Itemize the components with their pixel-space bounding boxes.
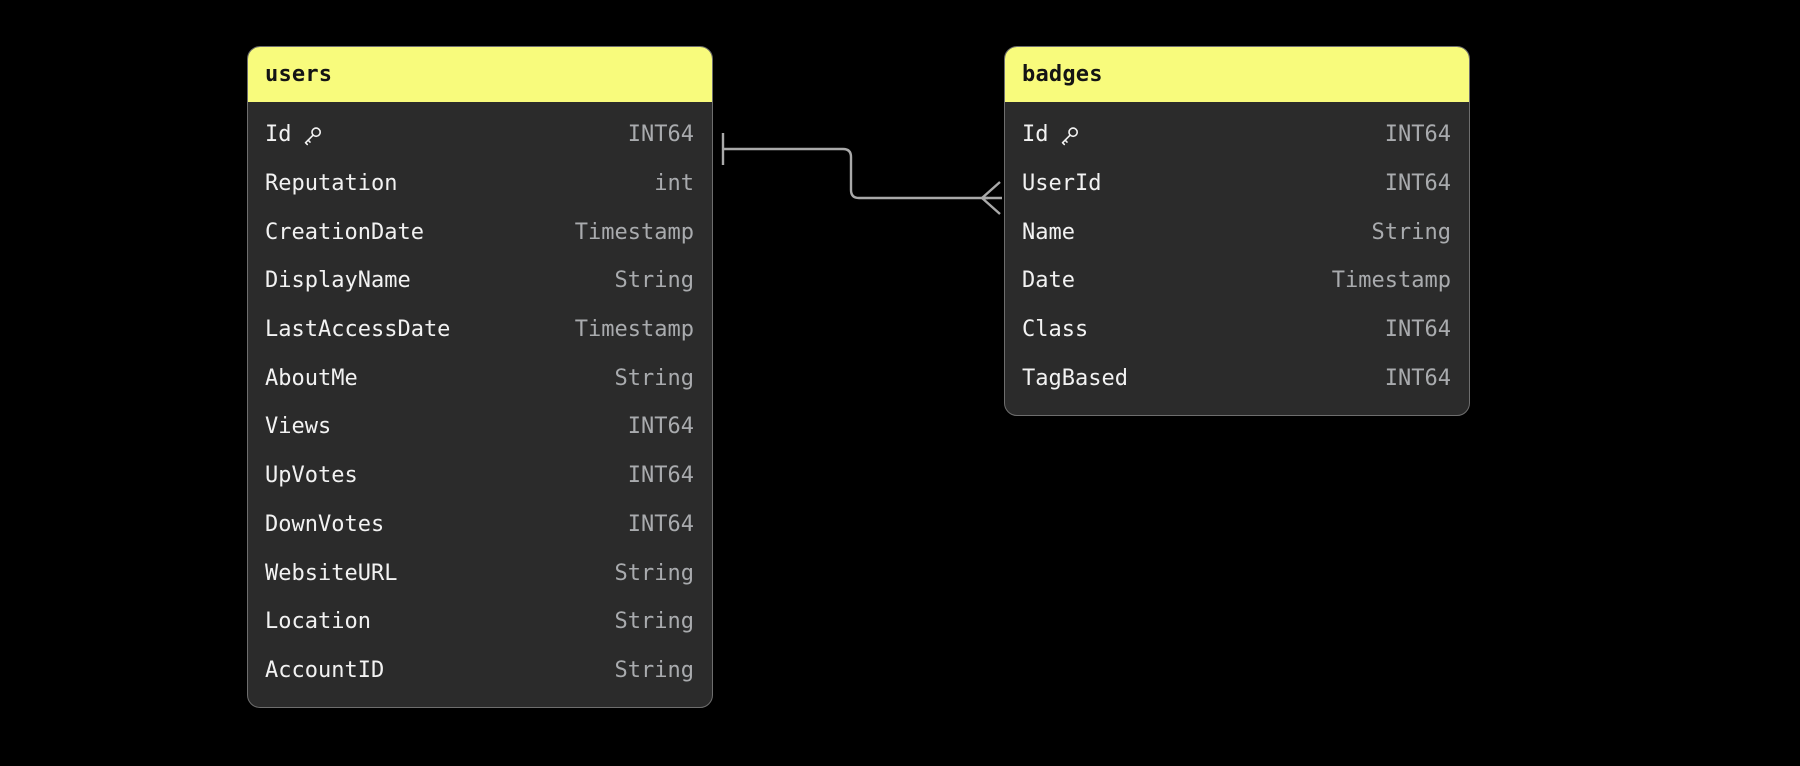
- field-type: INT64: [1384, 171, 1451, 197]
- field-type: String: [614, 609, 694, 635]
- table-row[interactable]: TagBased INT64: [1005, 354, 1469, 403]
- field-type: String: [1371, 219, 1451, 245]
- field-type: String: [614, 268, 694, 294]
- relationship-line-users-badges: [723, 147, 988, 200]
- key-icon: [1058, 125, 1080, 147]
- table-row[interactable]: Id INT64: [248, 111, 712, 160]
- field-type: INT64: [627, 122, 694, 148]
- field-name: AboutMe: [265, 365, 358, 391]
- table-row[interactable]: WebsiteURL String: [248, 549, 712, 598]
- table-row[interactable]: Reputation int: [248, 160, 712, 209]
- entity-table-badges[interactable]: badges Id INT64 User: [1004, 46, 1470, 417]
- field-name: TagBased: [1022, 365, 1128, 391]
- table-row[interactable]: Id INT64: [1005, 111, 1469, 160]
- entity-fields-users: Id INT64 Reputation int: [248, 102, 712, 707]
- field-name: Location: [265, 609, 371, 635]
- field-name: Reputation: [265, 171, 398, 197]
- field-name: LastAccessDate: [265, 317, 451, 343]
- table-row[interactable]: Date Timestamp: [1005, 257, 1469, 306]
- field-type: INT64: [627, 414, 694, 440]
- field-name: UserId: [1022, 171, 1102, 197]
- table-row[interactable]: Name String: [1005, 208, 1469, 257]
- table-row[interactable]: LastAccessDate Timestamp: [248, 306, 712, 355]
- entity-title-users: users: [248, 47, 712, 102]
- field-type: Timestamp: [574, 219, 694, 245]
- field-name: Id: [1022, 124, 1080, 146]
- field-type: String: [614, 560, 694, 586]
- table-row[interactable]: CreationDate Timestamp: [248, 208, 712, 257]
- field-name: WebsiteURL: [265, 560, 398, 586]
- field-type: INT64: [627, 511, 694, 537]
- table-row[interactable]: UpVotes INT64: [248, 452, 712, 501]
- table-row[interactable]: UserId INT64: [1005, 160, 1469, 209]
- entity-table-users[interactable]: users Id INT64 Reput: [247, 46, 713, 709]
- entity-title-badges: badges: [1005, 47, 1469, 102]
- field-label: Id: [265, 122, 292, 148]
- field-label: Id: [1022, 122, 1049, 148]
- table-row[interactable]: Views INT64: [248, 403, 712, 452]
- key-icon: [301, 125, 323, 147]
- field-type: INT64: [627, 463, 694, 489]
- field-name: AccountID: [265, 657, 385, 683]
- table-row[interactable]: DisplayName String: [248, 257, 712, 306]
- field-name: Views: [265, 414, 332, 440]
- table-row[interactable]: AboutMe String: [248, 354, 712, 403]
- field-name: DisplayName: [265, 268, 411, 294]
- table-row[interactable]: Location String: [248, 598, 712, 647]
- field-type: Timestamp: [1331, 268, 1451, 294]
- cardinality-many-marker: [980, 181, 1002, 215]
- table-row[interactable]: DownVotes INT64: [248, 501, 712, 550]
- field-type: INT64: [1384, 317, 1451, 343]
- field-name: CreationDate: [265, 219, 424, 245]
- field-name: DownVotes: [265, 511, 385, 537]
- table-row[interactable]: Class INT64: [1005, 306, 1469, 355]
- field-name: Date: [1022, 268, 1075, 294]
- field-name: UpVotes: [265, 463, 358, 489]
- entity-fields-badges: Id INT64 UserId INT64: [1005, 102, 1469, 415]
- field-type: String: [614, 657, 694, 683]
- field-name: Id: [265, 124, 323, 146]
- field-name: Class: [1022, 317, 1089, 343]
- table-row[interactable]: AccountID String: [248, 647, 712, 696]
- field-name: Name: [1022, 219, 1075, 245]
- field-type: String: [614, 365, 694, 391]
- field-type: INT64: [1384, 122, 1451, 148]
- field-type: int: [654, 171, 694, 197]
- field-type: INT64: [1384, 365, 1451, 391]
- field-type: Timestamp: [574, 317, 694, 343]
